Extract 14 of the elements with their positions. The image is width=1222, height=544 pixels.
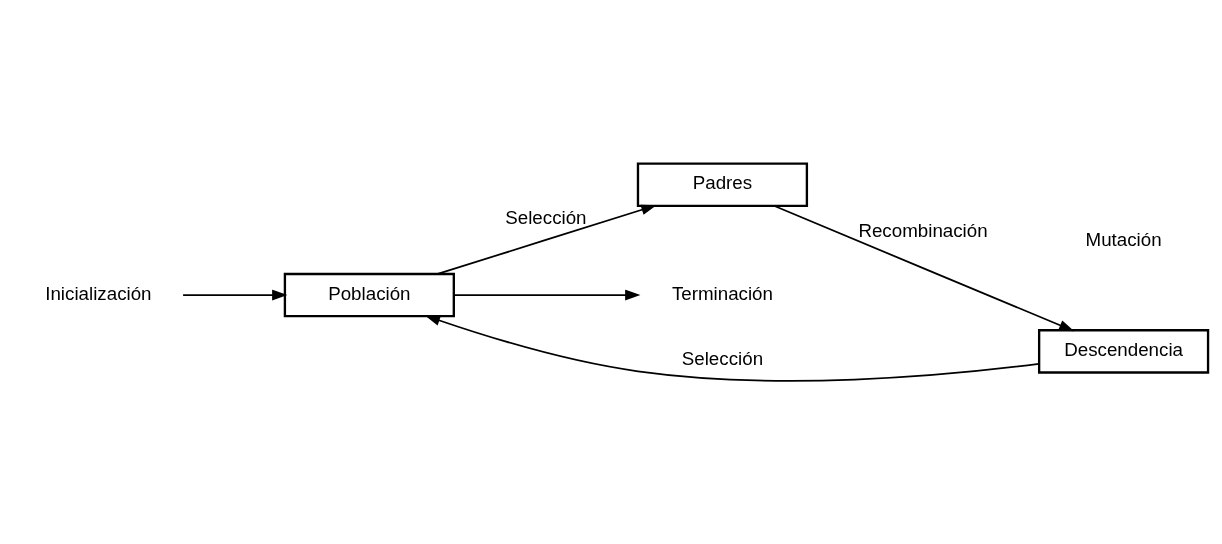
node-box: Población xyxy=(283,272,455,317)
arrow xyxy=(453,289,641,300)
node-box: Padres xyxy=(636,162,809,207)
edge-label: Selección xyxy=(505,206,587,228)
node-text: Terminación xyxy=(671,282,773,304)
node-box: Descendencia xyxy=(1037,328,1210,374)
arrow xyxy=(436,204,657,275)
edge-label: Selección xyxy=(681,347,764,369)
edge-label: Recombinación xyxy=(858,219,988,241)
arrow xyxy=(424,314,1040,382)
node-text: Inicialización xyxy=(45,282,152,304)
arrow xyxy=(773,204,1075,331)
arrow xyxy=(182,289,288,300)
label: Mutación xyxy=(1085,228,1162,250)
